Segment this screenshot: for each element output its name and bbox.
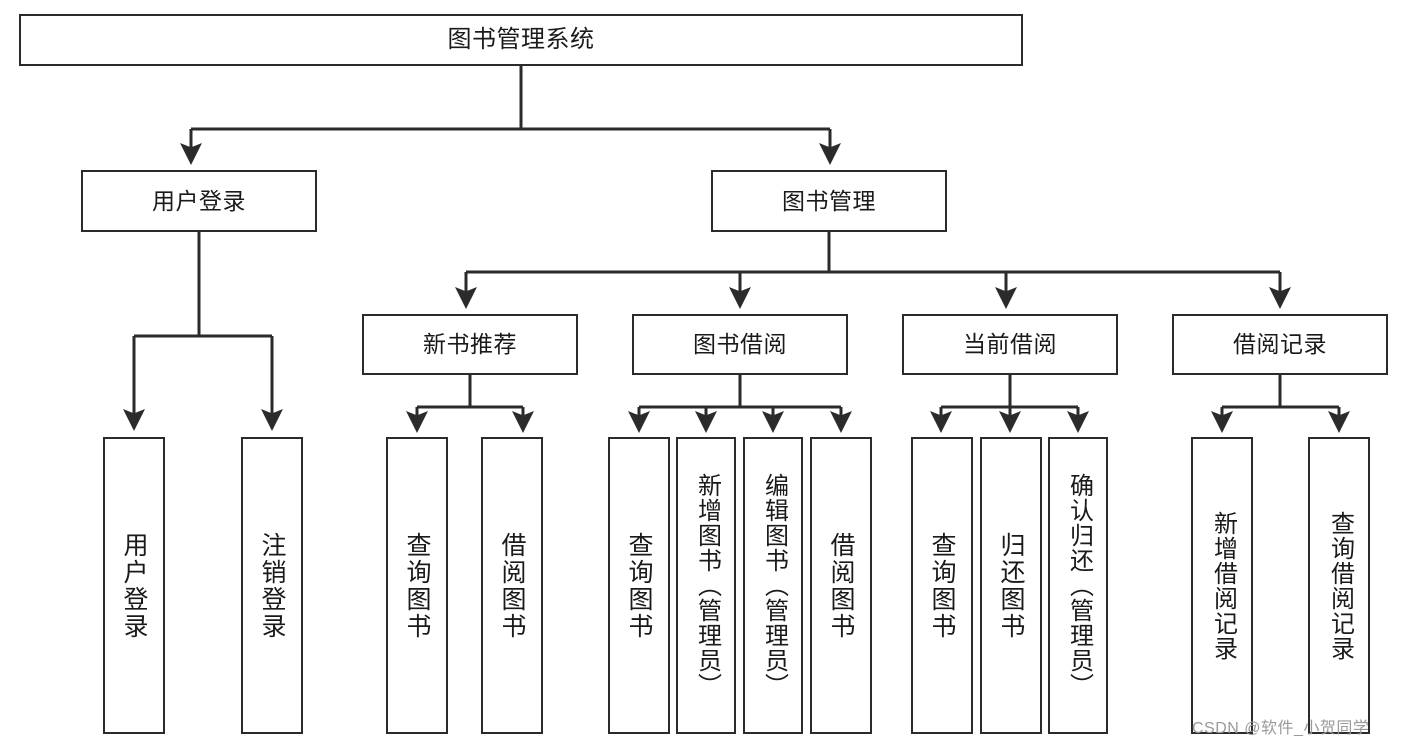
node-leaf-edit-book[interactable]: 编辑图书（管理员）	[743, 437, 803, 734]
watermark: CSDN @软件_小贺同学	[1192, 720, 1370, 737]
node-leaf-confirm-return-label: 确认归还（管理员）	[1065, 473, 1093, 698]
node-leaf-query-record[interactable]: 查询借阅记录	[1308, 437, 1370, 734]
node-borrow-record[interactable]: 借阅记录	[1172, 314, 1388, 375]
node-leaf-user-login[interactable]: 用户登录	[103, 437, 165, 734]
node-leaf-add-book-label: 新增图书（管理员）	[693, 473, 721, 698]
node-leaf-query-book-3[interactable]: 查询图书	[911, 437, 973, 734]
node-leaf-query-book-1-label: 查询图书	[403, 531, 431, 640]
node-leaf-borrow-book-1[interactable]: 借阅图书	[481, 437, 543, 734]
node-book-manage-label: 图书管理	[782, 187, 876, 214]
node-root[interactable]: 图书管理系统	[19, 14, 1023, 66]
node-leaf-add-record[interactable]: 新增借阅记录	[1191, 437, 1253, 734]
node-leaf-borrow-book-1-label: 借阅图书	[498, 531, 526, 640]
node-leaf-query-book-3-label: 查询图书	[928, 531, 956, 640]
node-leaf-user-logout-label: 注销登录	[258, 531, 286, 640]
node-leaf-return-book[interactable]: 归还图书	[980, 437, 1042, 734]
node-borrow-record-label: 借阅记录	[1233, 331, 1327, 358]
node-leaf-query-record-label: 查询借阅记录	[1326, 510, 1354, 661]
node-leaf-user-login-label: 用户登录	[120, 531, 148, 640]
node-new-book-rec[interactable]: 新书推荐	[362, 314, 578, 375]
node-book-borrow[interactable]: 图书借阅	[632, 314, 848, 375]
node-current-borrow-label: 当前借阅	[963, 331, 1057, 358]
node-leaf-query-book-1[interactable]: 查询图书	[386, 437, 448, 734]
node-book-borrow-label: 图书借阅	[693, 331, 787, 358]
node-leaf-return-book-label: 归还图书	[997, 531, 1025, 640]
node-leaf-confirm-return[interactable]: 确认归还（管理员）	[1048, 437, 1108, 734]
node-leaf-edit-book-label: 编辑图书（管理员）	[760, 473, 788, 698]
node-leaf-borrow-book-2-label: 借阅图书	[827, 531, 855, 640]
node-leaf-add-book[interactable]: 新增图书（管理员）	[676, 437, 736, 734]
node-user-login[interactable]: 用户登录	[81, 170, 317, 232]
node-new-book-rec-label: 新书推荐	[423, 331, 517, 358]
node-leaf-query-book-2[interactable]: 查询图书	[608, 437, 670, 734]
node-leaf-query-book-2-label: 查询图书	[625, 531, 653, 640]
node-leaf-user-logout[interactable]: 注销登录	[241, 437, 303, 734]
node-leaf-add-record-label: 新增借阅记录	[1209, 510, 1237, 661]
node-current-borrow[interactable]: 当前借阅	[902, 314, 1118, 375]
node-leaf-borrow-book-2[interactable]: 借阅图书	[810, 437, 872, 734]
node-book-manage[interactable]: 图书管理	[711, 170, 947, 232]
node-user-login-label: 用户登录	[152, 187, 246, 214]
node-root-label: 图书管理系统	[447, 26, 595, 53]
